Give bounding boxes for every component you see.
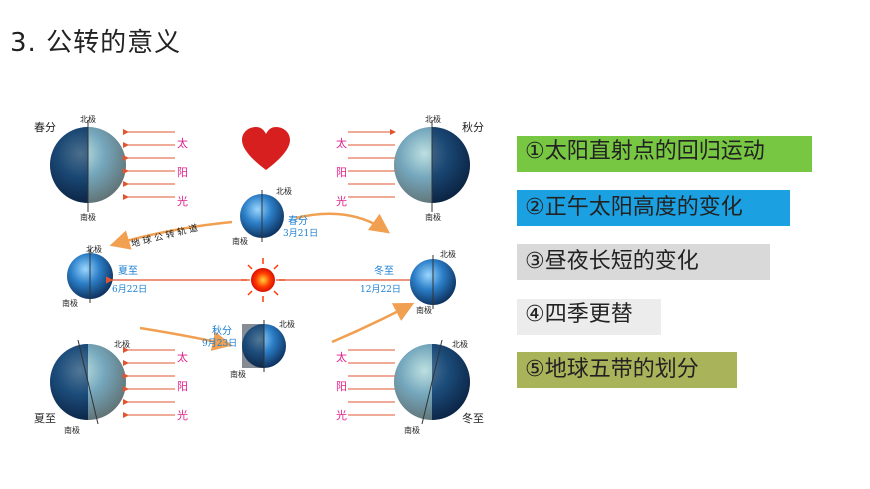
label-autumn-small: 秋分 (212, 324, 232, 337)
sunlight-arrows-top-left (123, 129, 175, 200)
label-south-bl: 南极 (64, 425, 80, 435)
label-south-autumn-small: 南极 (230, 369, 246, 379)
label-north-br: 北极 (452, 339, 468, 349)
globe-spring-small (240, 190, 284, 242)
label-north-tr: 北极 (425, 114, 441, 124)
card-seasons: ④四季更替 (517, 299, 661, 335)
globe-autumn-top-right (394, 120, 470, 212)
globe-spring-top-left (50, 120, 126, 212)
sun-char-bl-1: 太 (177, 351, 188, 364)
label-summer-bottom-left: 夏至 (34, 412, 56, 425)
card-five-zones: ⑤地球五带的划分 (517, 352, 737, 388)
sun-char-br-3: 光 (336, 408, 347, 422)
label-south-spring-small: 南极 (232, 236, 248, 246)
sun-char-tl-3: 光 (177, 194, 188, 208)
label-winter-small: 冬至 (374, 264, 394, 277)
sun-char-br-2: 阳 (336, 380, 347, 393)
label-autumn-top-right: 秋分 (462, 120, 484, 134)
page-title: 3. 公转的意义 (10, 28, 182, 58)
label-date-winter: 12月22日 (360, 284, 401, 295)
orbit-arrow-upper-right (295, 212, 391, 234)
sun-char-bl-2: 阳 (177, 380, 188, 393)
card-solar-point-migration-text: ①太阳直射点的回归运动 (525, 139, 765, 164)
globe-winter-bottom-right (394, 339, 470, 425)
heart-icon (242, 127, 290, 170)
label-south-summer-small: 南极 (62, 298, 78, 308)
label-date-spring: 3月21日 (283, 228, 318, 239)
card-noon-sun-altitude: ②正午太阳高度的变化 (517, 190, 790, 226)
globe-winter-small (410, 255, 456, 309)
globe-summer-small (67, 249, 113, 303)
label-summer-small: 夏至 (118, 265, 138, 277)
card-solar-point-migration: ①太阳直射点的回归运动 (517, 136, 812, 172)
sun-char-tl-2: 阳 (177, 166, 188, 179)
label-south-tr: 南极 (425, 212, 441, 222)
label-north-winter-small: 北极 (440, 249, 456, 259)
sunlight-arrows-bottom-left (123, 347, 175, 418)
card-day-length: ③昼夜长短的变化 (517, 244, 770, 280)
card-noon-sun-altitude-text: ②正午太阳高度的变化 (525, 195, 743, 220)
sunlight-arrows-bottom-right (348, 349, 395, 416)
sun-char-tr-2: 阳 (336, 166, 347, 179)
sun-char-tl-1: 太 (177, 137, 188, 150)
label-winter-bottom-right: 冬至 (462, 411, 484, 425)
label-north-summer-small: 北极 (86, 244, 102, 254)
sun-char-tr-3: 光 (336, 194, 347, 208)
label-date-autumn: 9月23日 (202, 338, 237, 349)
label-south-tl: 南极 (80, 212, 96, 222)
label-north-bl: 北极 (114, 339, 130, 349)
label-north-tl: 北极 (80, 114, 96, 124)
orbit-arrow-lower-right (331, 302, 415, 344)
orbit-arrow-lower-left (139, 326, 233, 351)
label-south-br: 南极 (404, 425, 420, 435)
label-south-winter-small: 南极 (416, 305, 432, 315)
label-spring-small: 春分 (288, 215, 308, 227)
sunlight-arrows-top-right (348, 129, 396, 198)
label-north-spring-small: 北极 (276, 186, 292, 196)
label-north-autumn-small: 北极 (279, 319, 295, 329)
globe-summer-bottom-left (50, 339, 126, 425)
sun-char-tr-1: 太 (336, 137, 347, 150)
label-orbit: 地 球 公 转 轨 道 (130, 222, 199, 250)
label-date-summer: 6月22日 (112, 284, 147, 295)
globe-autumn-small (242, 320, 286, 372)
card-day-length-text: ③昼夜长短的变化 (525, 249, 699, 274)
card-five-zones-text: ⑤地球五带的划分 (525, 357, 699, 382)
label-spring-top-left: 春分 (34, 121, 56, 134)
orbit-arrow-upper-left (109, 220, 233, 250)
sun-char-br-1: 太 (336, 351, 347, 364)
sun-char-bl-3: 光 (177, 408, 188, 422)
card-seasons-text: ④四季更替 (525, 302, 633, 327)
